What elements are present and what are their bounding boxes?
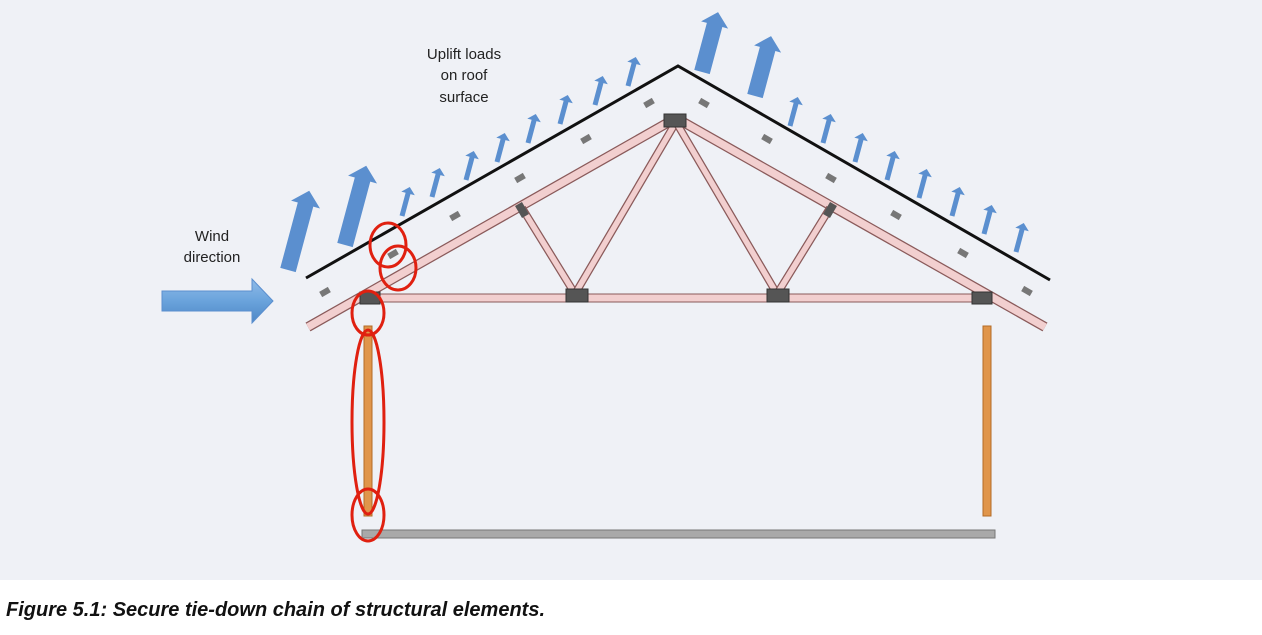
uplift-arrow (399, 187, 415, 217)
uplift-arrow (916, 169, 932, 199)
uplift-arrow (557, 95, 573, 125)
figure-panel: Uplift loads on roof surface Wind direct… (0, 0, 1262, 580)
right-wall-stud (982, 325, 992, 517)
roof-truss (305, 113, 1048, 332)
left-wall-stud (363, 325, 373, 517)
wind-arrow (161, 277, 274, 325)
uplift-arrow (625, 57, 641, 87)
fastener (698, 97, 710, 109)
gusset-plate (766, 288, 790, 303)
tie-down-ellipse (368, 221, 408, 269)
uplift-arrow (429, 168, 445, 198)
fastener (643, 97, 655, 109)
fastener (825, 172, 837, 184)
gusset-plate (971, 291, 993, 305)
uplift-arrow (494, 133, 510, 163)
fastener (1021, 285, 1033, 297)
fastener (319, 286, 331, 298)
uplift-label-line-2: on roof (441, 67, 489, 84)
uplift-arrow (747, 36, 782, 99)
gusset-plates (359, 113, 993, 305)
roof-sheathing (305, 64, 1051, 282)
fastener (387, 248, 399, 260)
foundation-slab (361, 529, 996, 539)
fastener (514, 172, 526, 184)
gusset-plate (565, 288, 589, 303)
uplift-arrow (463, 151, 479, 181)
tie-down-ellipse (350, 328, 386, 516)
fastener (449, 210, 461, 222)
uplift-arrow (694, 12, 729, 75)
uplift-arrow (787, 97, 803, 127)
fastener (761, 133, 773, 145)
gusset-plate (515, 201, 529, 219)
fastener (890, 209, 902, 221)
uplift-arrow (884, 151, 900, 181)
uplift-arrow (525, 114, 541, 144)
fastener (580, 133, 592, 145)
gusset-plate (823, 201, 837, 219)
uplift-arrow (981, 205, 997, 235)
uplift-arrow (592, 76, 608, 106)
wind-label-line-2: direction (184, 249, 241, 266)
truss-bottom-chord (367, 293, 987, 303)
uplift-arrow (820, 114, 836, 144)
gusset-plate (663, 113, 687, 128)
fasteners (319, 97, 1033, 298)
uplift-arrow (949, 187, 965, 217)
uplift-arrow (337, 165, 378, 248)
uplift-arrows (280, 12, 1029, 273)
wind-label-line-1: Wind (195, 228, 229, 245)
fastener (957, 247, 969, 259)
truss-diagram: Uplift loads on roof surface Wind direct… (161, 12, 1051, 543)
figure-caption: Figure 5.1: Secure tie-down chain of str… (6, 599, 546, 621)
uplift-arrow (852, 133, 868, 163)
tie-down-highlights (350, 221, 418, 543)
uplift-label-line-1: Uplift loads (427, 46, 501, 63)
uplift-arrow (280, 190, 321, 273)
tie-down-ellipse (350, 487, 386, 543)
uplift-label-line-3: surface (439, 89, 488, 106)
uplift-arrow (1013, 223, 1029, 253)
tie-down-ellipse (378, 244, 418, 292)
tie-down-ellipse (350, 289, 386, 337)
